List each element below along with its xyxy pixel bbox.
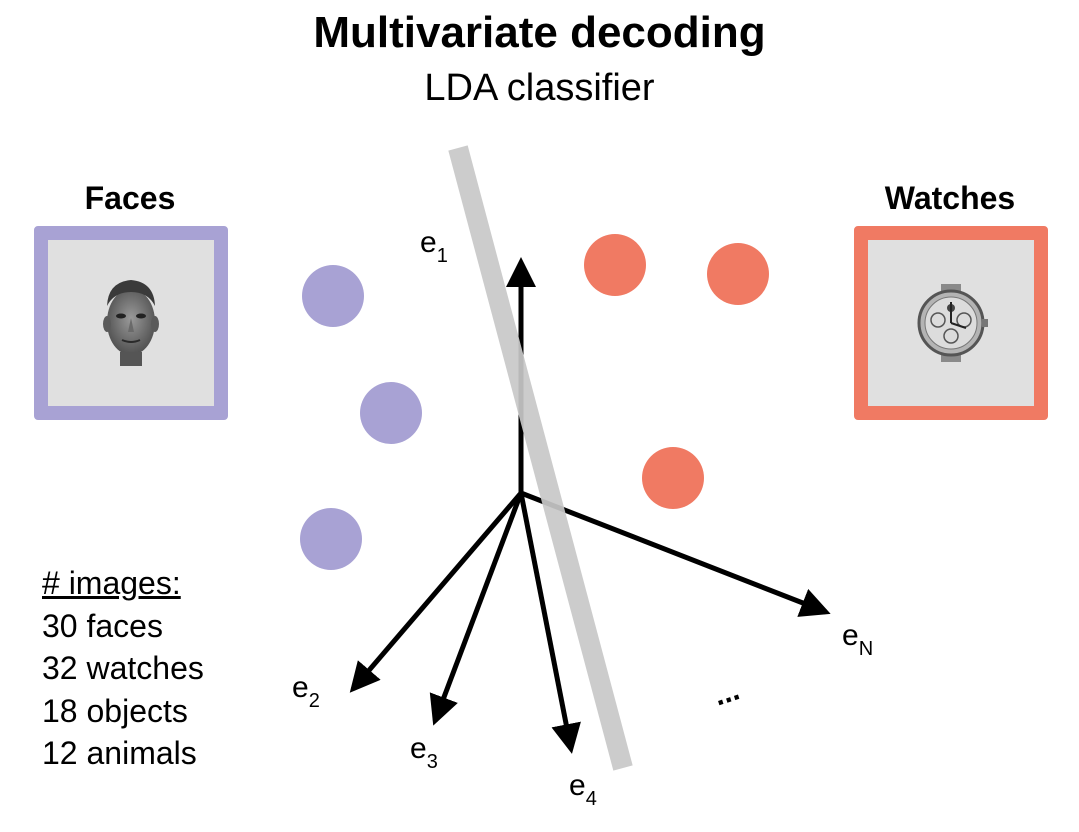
axis-e3-label: e3 — [410, 732, 438, 773]
count-watches: 32 watches — [42, 650, 204, 686]
diagram-title: Multivariate decoding — [313, 8, 766, 57]
watch-point — [707, 243, 769, 305]
face-point — [360, 382, 422, 444]
axis-e2-label: e2 — [292, 671, 320, 712]
axis-e4-arrow — [518, 492, 581, 754]
faces-image-frame — [34, 226, 228, 420]
watches-image-frame — [854, 226, 1048, 420]
face-point — [302, 265, 364, 327]
axis-eN-arrow — [520, 490, 831, 617]
count-animals: 12 animals — [42, 735, 197, 771]
watches-label: Watches — [884, 180, 1016, 216]
axis-e1-label: e1 — [420, 226, 448, 267]
axis-e3-arrow — [429, 492, 524, 726]
diagram-subtitle: LDA classifier — [424, 67, 655, 109]
watch-point — [584, 234, 646, 296]
watch-photo — [917, 284, 988, 362]
axis-eN-label: eN — [842, 619, 873, 660]
face-photo — [103, 280, 159, 366]
face-point — [300, 508, 362, 570]
count-objects: 18 objects — [42, 692, 188, 729]
watch-point — [642, 447, 704, 509]
image-counts: # images: 30 faces 32 watches 18 objects… — [42, 562, 204, 775]
faces-label: Faces — [84, 180, 176, 216]
axis-e4-label: e4 — [569, 769, 597, 810]
axis-e2-arrow — [349, 491, 523, 693]
decision-boundary — [448, 145, 633, 771]
count-faces: 30 faces — [42, 607, 163, 644]
image-counts-heading: # images: — [42, 565, 181, 601]
more-axes-ellipsis: ... — [709, 673, 743, 712]
